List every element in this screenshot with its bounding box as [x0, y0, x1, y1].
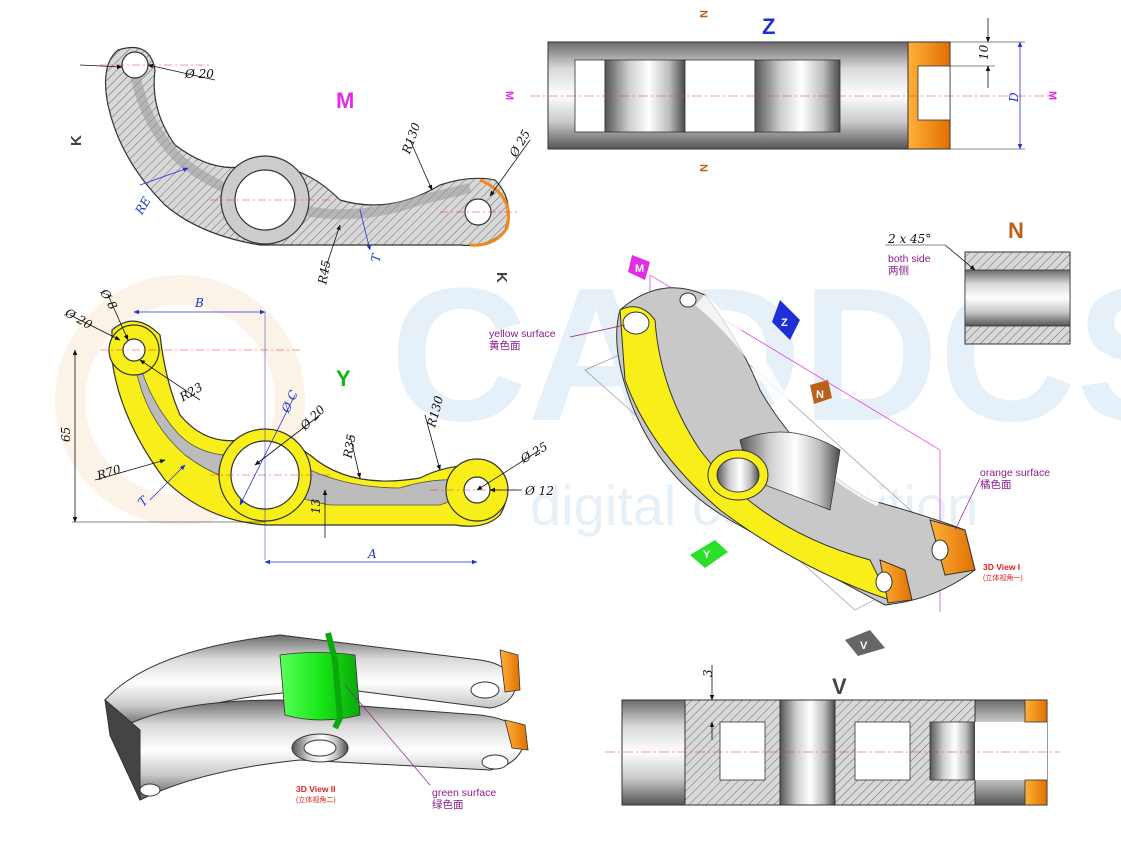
view-v-dim-3: 3 [701, 669, 715, 677]
view-3d-1-marker-n: N [816, 389, 824, 401]
view-m-dim-t: T [368, 252, 383, 263]
view-n-note-en: both side [888, 253, 931, 265]
view-3d-1-orange-label-cn: 橘色面 [980, 478, 1012, 491]
view-y-dim-13: 13 [309, 498, 323, 514]
view-3d-2-caption: 3D View II [296, 784, 336, 794]
view-m-dim-re: RE [132, 194, 154, 217]
view-3d-1-marker-z: Z [781, 317, 788, 329]
view-3d-2-green-label-en: green surface [432, 787, 496, 799]
view-3d-1-marker-y: Y [703, 549, 711, 561]
view-z-side-m-right: M [1046, 91, 1058, 100]
view-m-title: M [336, 88, 354, 113]
view-y-dim-b: B [194, 296, 204, 310]
view-m-body [105, 46, 509, 247]
view-n-note-cn: 两侧 [888, 264, 909, 277]
view-y-dim-65: 65 [59, 427, 73, 442]
view-m-dim-d20: Ø 20 [184, 67, 214, 81]
view-m-dim-r130: R130 [399, 120, 424, 156]
view-v-title: V [832, 674, 847, 699]
view-v: 3 V [605, 665, 1060, 806]
view-3d-1-marker-m: M [635, 263, 644, 275]
view-m-dim-r45: R45 [315, 259, 333, 286]
view-z-dim-d: D [1007, 92, 1021, 103]
view-m-arrow-k-left: K [68, 135, 85, 146]
view-n: 2 x 45° both side 两侧 N [885, 218, 1071, 345]
view-z-section-n-bottom: N [697, 164, 709, 172]
view-z: 10 D Z N N M M [503, 10, 1058, 172]
view-n-title: N [1008, 218, 1024, 243]
view-y-dim-r35: R35 [341, 433, 359, 460]
view-y-dim-d12: Ø 12 [524, 484, 554, 498]
view-m-arrow-k-right: K [493, 272, 510, 283]
view-z-section-n-top: N [697, 10, 709, 18]
view-3d-1-yellow-label-en: yellow surface [489, 328, 556, 340]
view-3d-1-caption: 3D View I [983, 562, 1020, 572]
view-y-title: Y [336, 366, 351, 391]
view-3d-1-caption-cn: (立体视角一) [983, 573, 1023, 582]
view-3d-1-orange-label-en: orange surface [980, 467, 1050, 479]
view-z-title: Z [762, 14, 775, 39]
view-z-side-m-left: M [503, 91, 515, 100]
view-3d-2-caption-cn: (立体视角二) [296, 795, 336, 804]
view-m-dim-d25: Ø 25 [506, 127, 533, 160]
view-3d-2: green surface 绿色面 3D View II (立体视角二) [104, 632, 529, 811]
view-z-dim-10: 10 [977, 44, 991, 60]
view-y-dim-r23: R23 [176, 380, 205, 405]
view-3d-1: M Z N Y V yellow surface 黄色面 orange surf… [489, 255, 1050, 656]
view-3d-1-yellow-label-cn: 黄色面 [489, 339, 521, 352]
view-y-dim-a: A [367, 547, 377, 561]
view-m: Ø 20 Ø 25 R130 RE R45 T M K K [68, 46, 533, 286]
view-3d-1-marker-v: V [860, 640, 868, 652]
view-3d-2-green-label-cn: 绿色面 [432, 798, 464, 811]
view-n-chamfer: 2 x 45° [887, 232, 931, 246]
